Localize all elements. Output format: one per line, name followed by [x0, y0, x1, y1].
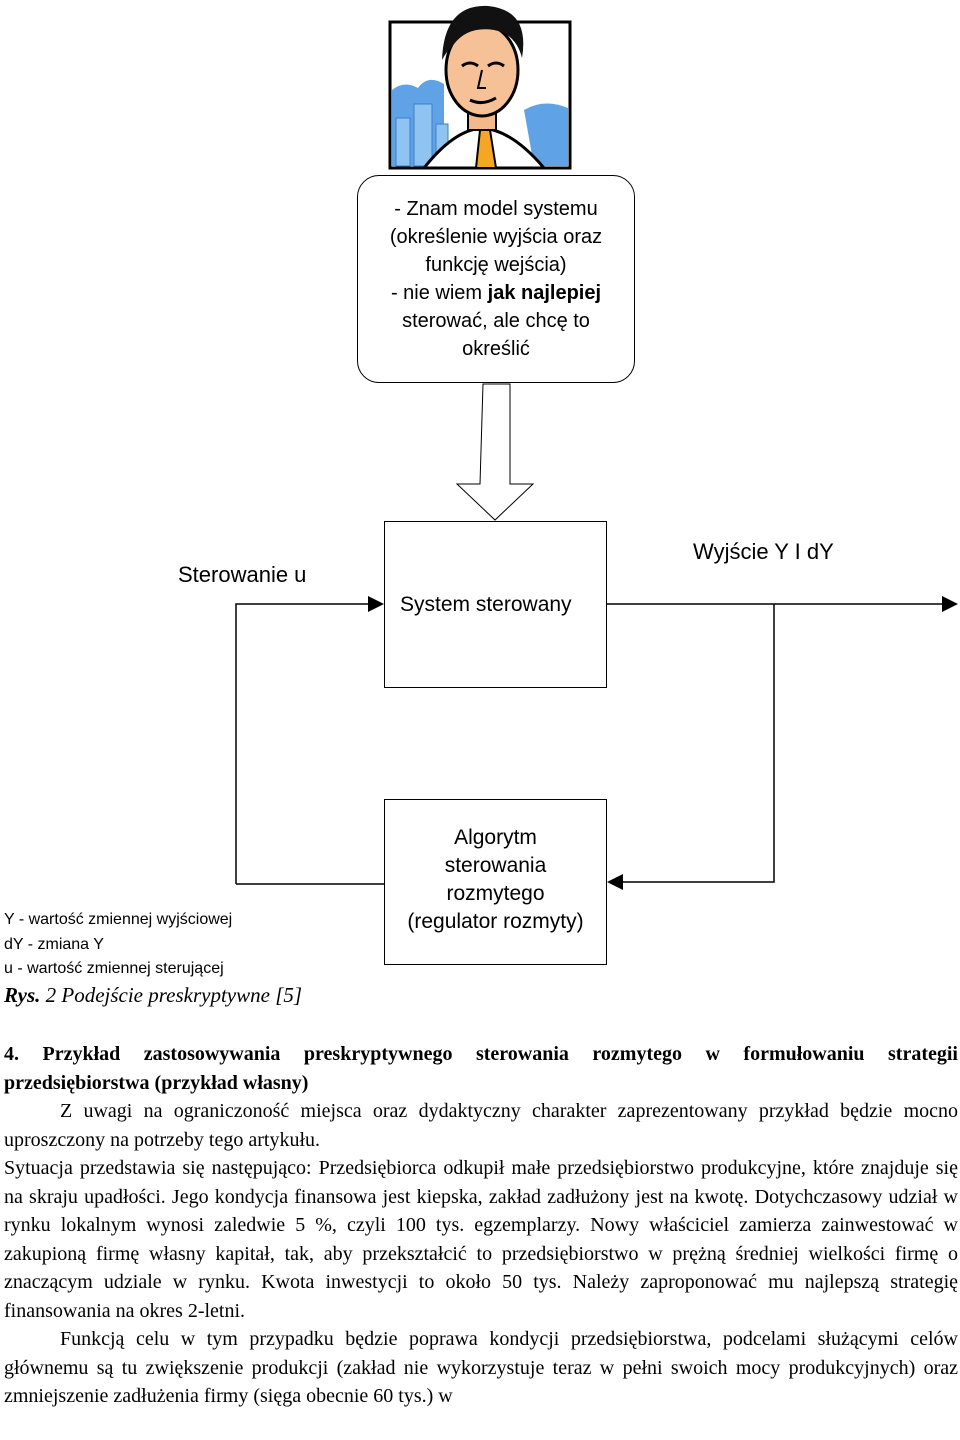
output-arrowhead	[942, 596, 958, 612]
diagram-connectors	[235, 383, 958, 890]
caption-text: 2 Podejście preskryptywne [5]	[40, 983, 303, 1007]
callout-line-4-emphasis: jak najlepiej	[487, 282, 602, 304]
figure-caption: Rys. 2 Podejście preskryptywne [5]	[4, 983, 302, 1008]
controller-line-1: Algorytm	[454, 826, 537, 849]
input-label: Sterowanie u	[178, 562, 307, 587]
legend-dy: dY - zmiana Y	[4, 935, 104, 953]
legend-u: u - wartość zmiennej sterującej	[4, 960, 224, 977]
controller-line-3: rozmytego	[446, 882, 545, 905]
legend: Y - wartość zmiennej wyjściowej dY - zmi…	[4, 908, 232, 982]
legend-y: Y - wartość zmiennej wyjściowej	[4, 911, 233, 928]
section-heading: 4. Przykład zastosowywania preskryptywne…	[4, 1043, 958, 1094]
output-label: Wyjście Y I dY	[693, 539, 834, 564]
paragraph-3: Funkcją celu w tym przypadku będzie popr…	[4, 1328, 958, 1407]
section-body: 4. Przykład zastosowywania preskryptywne…	[4, 1040, 958, 1411]
callout-box: - Znam model systemu (określenie wyjścia…	[357, 175, 635, 383]
businessman-clipart	[388, 5, 572, 170]
feedback-line	[620, 604, 775, 883]
caption-prefix: Rys.	[4, 983, 41, 1007]
input-arrowhead	[368, 596, 384, 612]
callout-line-1: - Znam model systemu	[394, 198, 598, 220]
paragraph-1: Z uwagi na ograniczoność miejsca oraz dy…	[4, 1100, 958, 1151]
controller-box: Algorytm sterowania rozmytego (regulator…	[384, 799, 607, 965]
system-label: System sterowany	[400, 593, 572, 616]
callout-line-6: określić	[462, 338, 530, 360]
controller-line-4: (regulator rozmyty)	[407, 910, 584, 933]
input-line	[235, 603, 372, 884]
callout-line-3: funkcję wejścia)	[425, 254, 567, 276]
controller-line-2: sterowania	[444, 854, 547, 877]
feedback-arrowhead	[607, 874, 623, 890]
system-box: System sterowany	[384, 521, 607, 688]
callout-line-2: (określenie wyjścia oraz	[389, 226, 603, 248]
callout-line-4-text: - nie wiem	[390, 282, 488, 304]
callout-line-5: sterować, ale chcę to	[402, 310, 590, 332]
callout-line-4: - nie wiem jak najlepiej	[391, 279, 601, 307]
paragraph-2: Sytuacja przedstawia się następująco: Pr…	[4, 1157, 958, 1322]
hollow-down-arrow	[455, 383, 535, 521]
